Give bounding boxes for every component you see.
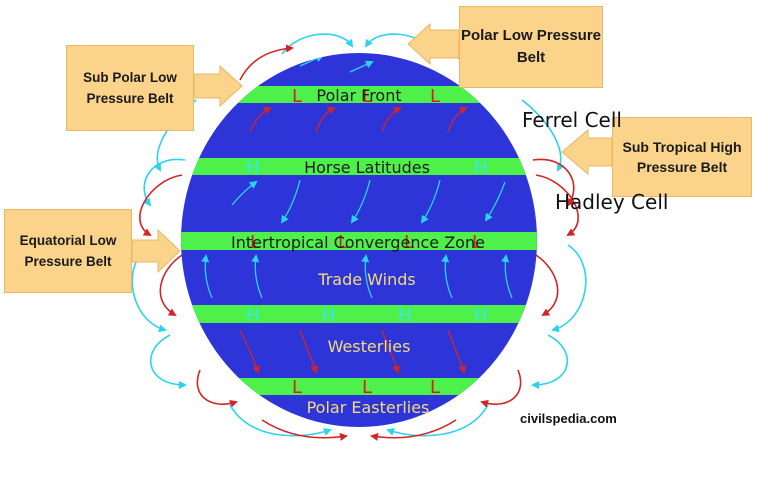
polar-easterlies-label: Polar Easterlies	[307, 398, 430, 417]
hadley-cell-label: Hadley Cell	[555, 190, 669, 214]
sub-polar-low-pressure-text: Sub Polar Low Pressure Belt	[83, 70, 177, 106]
low-marker: L	[430, 86, 440, 107]
sub-tropical-high-pressure-callout: Sub Tropical High Pressure Belt	[612, 117, 752, 197]
low-marker: L	[292, 86, 302, 107]
low-marker: L	[250, 232, 260, 253]
horse-latitudes-band	[181, 158, 537, 175]
ferrel-cell-label: Ferrel Cell	[522, 108, 622, 132]
high-marker: H	[246, 157, 260, 178]
high-marker: H	[398, 305, 412, 326]
equatorial-low-pressure-text: Equatorial Low Pressure Belt	[19, 233, 117, 269]
low-marker: L	[472, 232, 482, 253]
westerlies-label: Westerlies	[328, 337, 411, 356]
pressure-markers: L L L H H L L L L H H H H L L L	[246, 86, 488, 398]
polar-low-pressure-text: Polar Low Pressure Belt	[460, 27, 602, 66]
high-marker: H	[322, 305, 336, 326]
high-marker: H	[474, 157, 488, 178]
low-marker: L	[362, 86, 372, 107]
low-marker: L	[362, 377, 372, 398]
horse-latitudes-label: Horse Latitudes	[304, 158, 430, 177]
high-marker: H	[246, 305, 260, 326]
itcz-band	[181, 232, 537, 250]
low-marker: L	[338, 232, 348, 253]
polar-front-band	[181, 86, 537, 103]
polar-low-pressure-callout: Polar Low Pressure Belt	[459, 6, 603, 88]
sub-polar-low-pressure-callout: Sub Polar Low Pressure Belt	[66, 45, 194, 131]
itcz-label: Intertropical Convergence Zone	[231, 233, 485, 252]
sub-tropical-high-pressure-text: Sub Tropical High Pressure Belt	[622, 139, 742, 175]
low-marker: L	[292, 377, 302, 398]
low-marker: L	[430, 377, 440, 398]
globe	[181, 53, 537, 427]
southern-high-band	[181, 305, 537, 323]
site-credit: civilspedia.com	[520, 411, 617, 426]
callout-pointers	[131, 22, 613, 274]
polar-front-label: Polar Front	[316, 86, 401, 105]
low-marker: L	[404, 232, 414, 253]
circulation-loops	[131, 33, 587, 441]
equatorial-low-pressure-callout: Equatorial Low Pressure Belt	[4, 209, 132, 293]
trade-winds-label: Trade Winds	[317, 270, 415, 289]
high-marker: H	[474, 305, 488, 326]
southern-polar-front-band	[181, 378, 537, 395]
